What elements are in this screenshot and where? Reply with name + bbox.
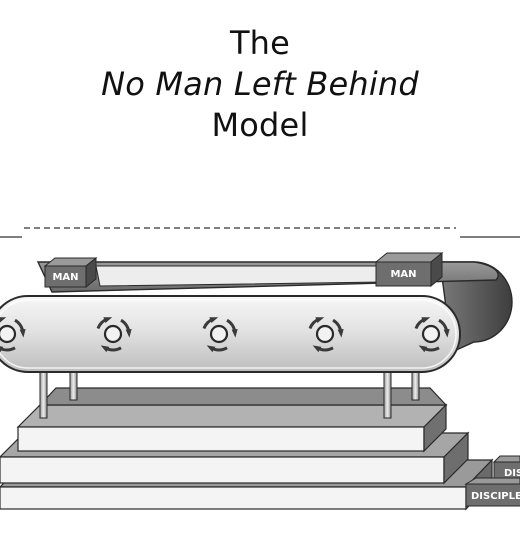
rotate-arrows-icon [202,317,238,353]
man-box-right: MAN [374,251,444,288]
disciple-tag-upper: DIS [492,455,520,483]
stepped-platform [0,387,494,511]
rotate-arrows-icon [96,317,132,353]
man-label-right: MAN [390,269,416,280]
title-line-model-name: No Man Left Behind [101,65,419,103]
rotate-arrows-icon [308,317,344,353]
disciple-tag-lower: DISCIPLE [464,477,520,507]
rotate-arrows-icon [414,317,450,353]
disciple-label-upper: DIS [504,468,520,479]
man-box-left: MAN [43,256,98,289]
conveyor-belt [0,261,513,373]
title-line-the: The [229,24,291,62]
roller-icons [0,317,450,353]
man-label-left: MAN [52,272,78,283]
disciple-label-lower: DISCIPLE [471,491,520,502]
horizon-lines [0,227,520,238]
title-line-model: Model [211,106,309,144]
rotate-arrows-icon [0,317,26,353]
